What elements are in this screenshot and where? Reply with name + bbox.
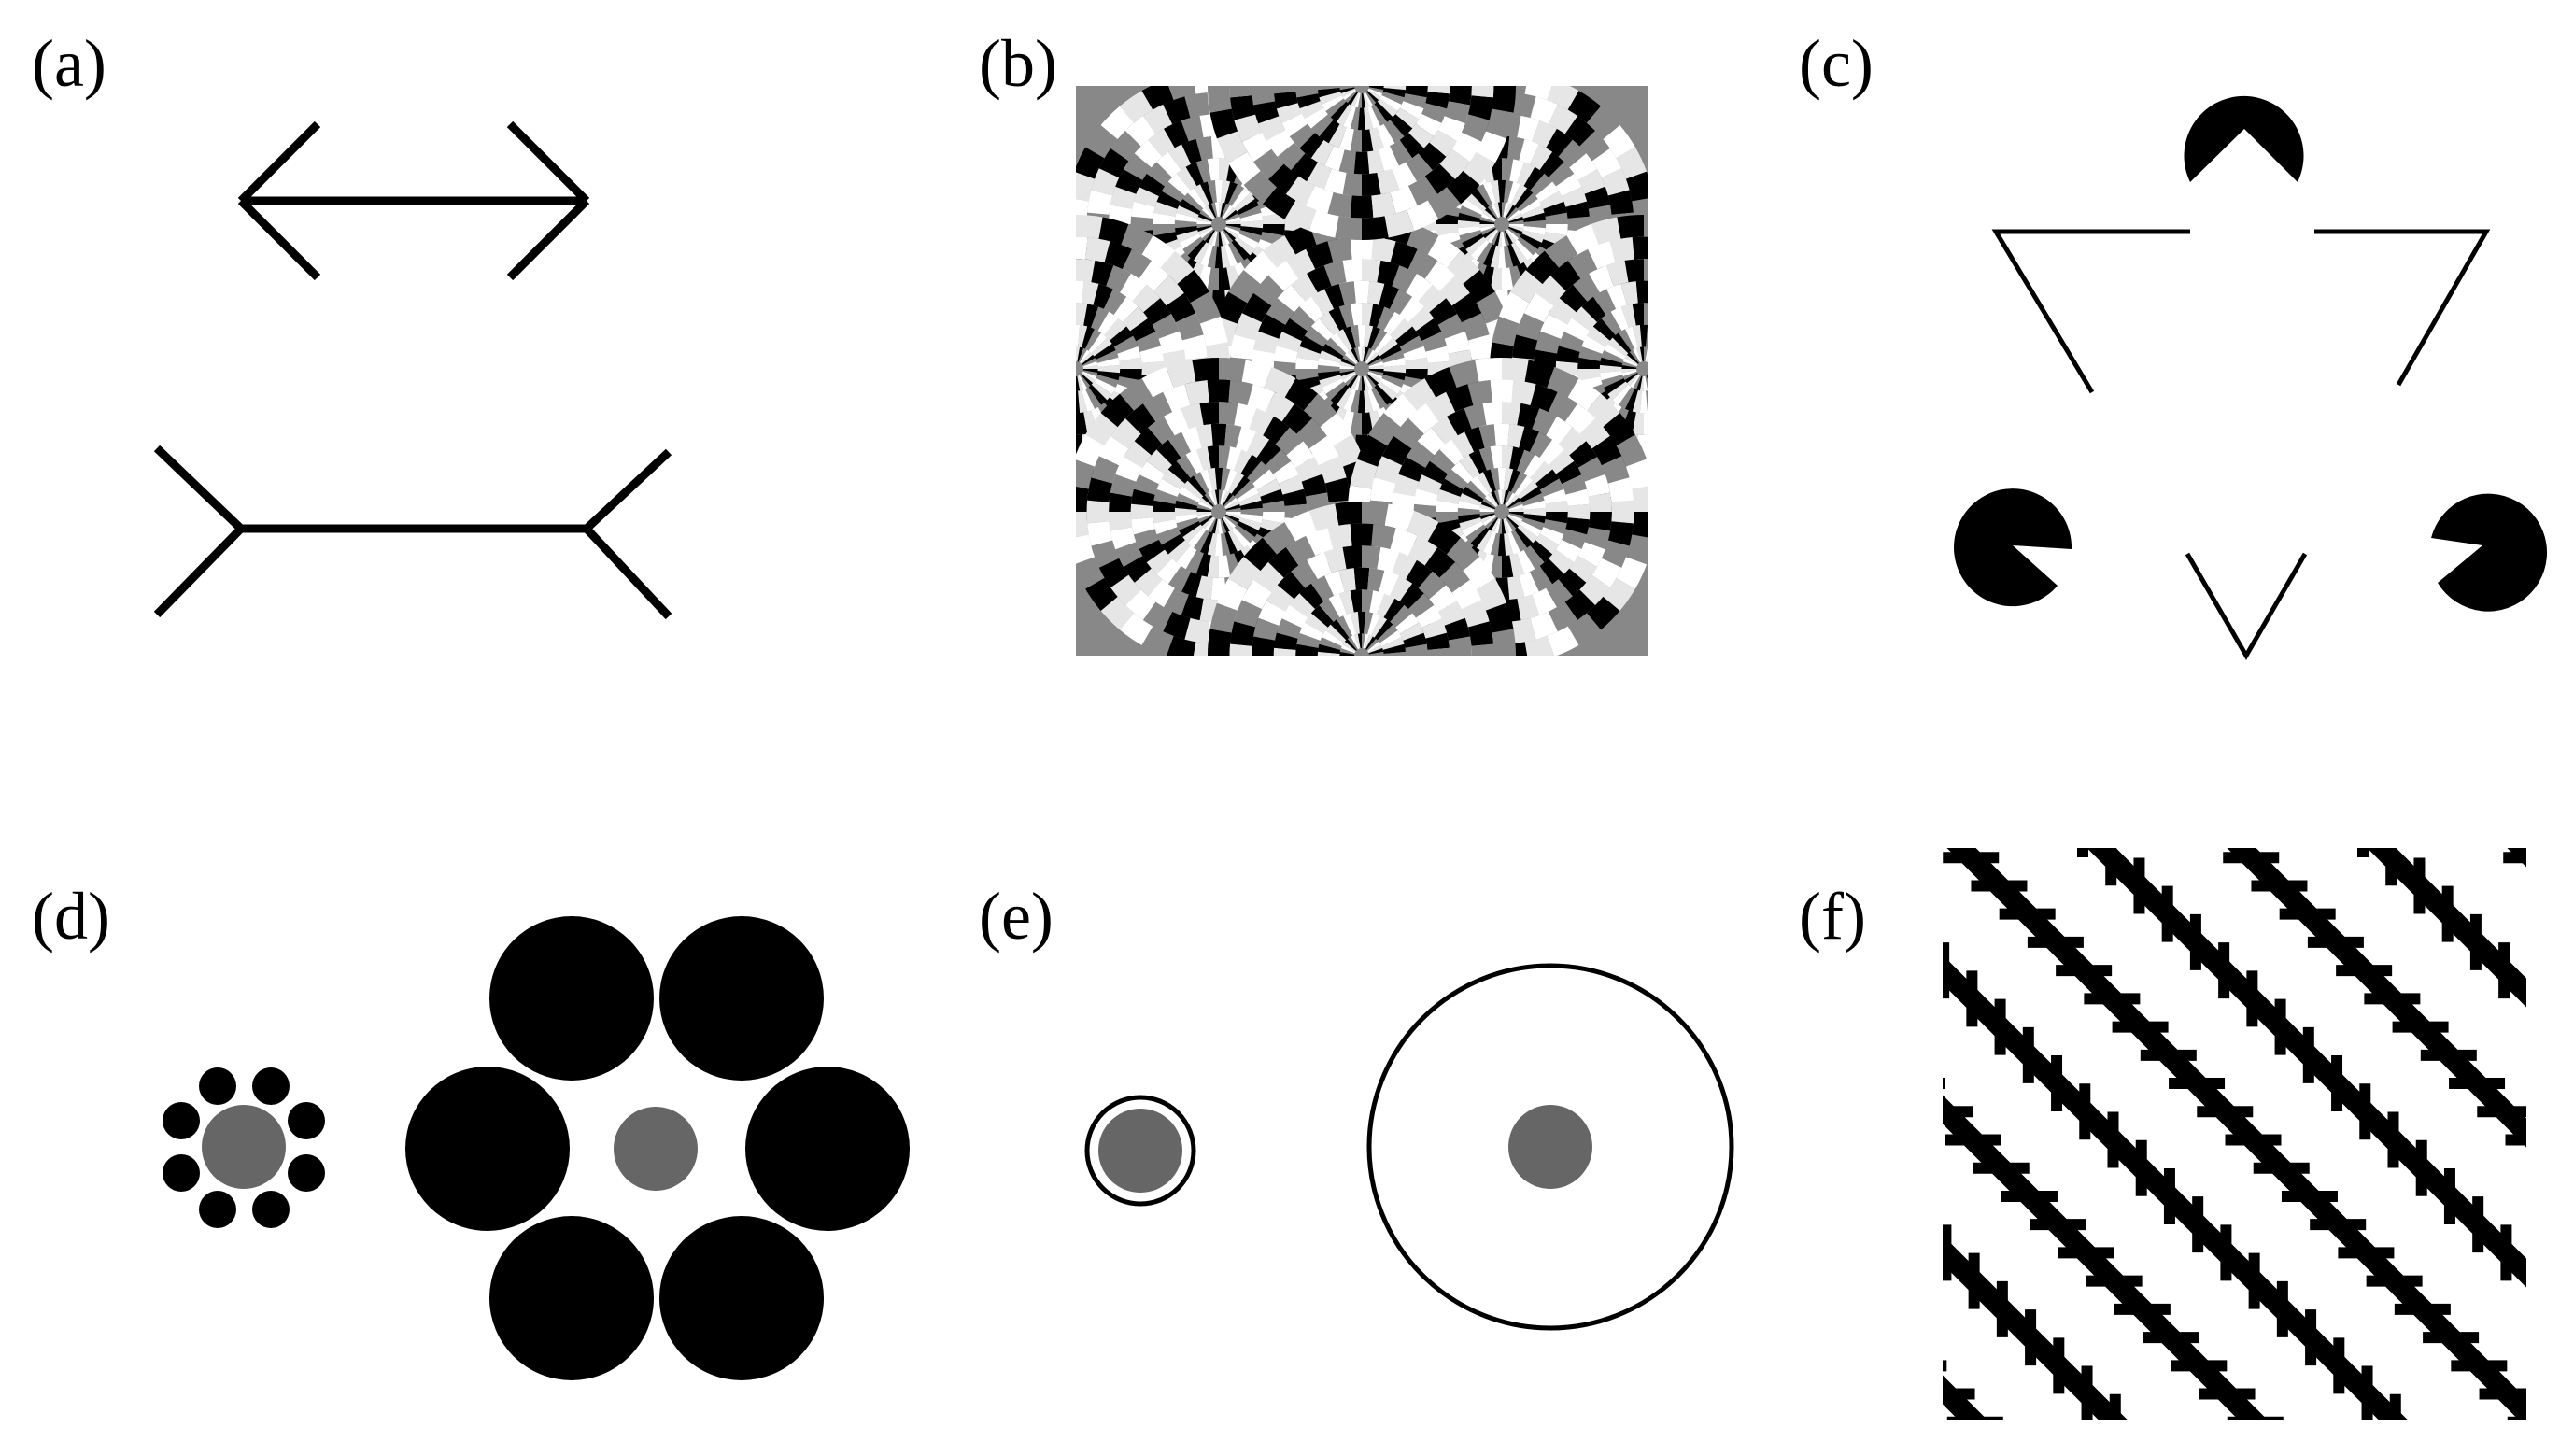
target-circle-left — [202, 1105, 286, 1189]
outline-triangle — [1991, 229, 2491, 660]
panel-label-f: (f) — [1799, 879, 1866, 954]
panel-label-d: (d) — [32, 879, 110, 954]
pacman-top — [2184, 95, 2304, 182]
panel-label-c: (c) — [1799, 26, 1874, 101]
zollner-illusion — [1943, 848, 2526, 1420]
target-circle-left — [1098, 1109, 1182, 1193]
zollner-line — [1943, 1224, 2128, 1420]
wide-ring — [1366, 963, 1734, 1331]
panel-label-a: (a) — [32, 26, 106, 101]
muller-lyer-illusion — [153, 120, 672, 620]
rotating-snakes-illusion — [1076, 86, 1648, 656]
target-circle-right — [614, 1107, 698, 1191]
tight-ring — [1084, 1095, 1196, 1207]
pacman-bottom-left — [1954, 488, 2072, 607]
zollner-line — [1943, 1078, 2284, 1420]
large-context-circles — [405, 916, 910, 1380]
delboeuf-illusion — [1084, 963, 1734, 1331]
arrow-inward-fins — [237, 120, 590, 281]
kanizsa-triangle — [1954, 95, 2548, 660]
zollner-line — [2357, 848, 2526, 1008]
snake-disc — [1208, 86, 1516, 240]
zollner-line — [1943, 848, 2526, 1420]
panel-label-e: (e) — [979, 879, 1054, 954]
pacman-bottom-right — [2431, 493, 2548, 612]
snake-disc — [1208, 502, 1516, 656]
small-context-circles — [163, 1067, 325, 1228]
arrow-outward-fins — [153, 445, 672, 620]
ebbinghaus-illusion — [163, 916, 910, 1380]
zollner-line — [2223, 848, 2526, 1148]
target-circle-right — [1508, 1105, 1592, 1189]
zollner-line — [2077, 848, 2526, 1288]
zollner-line — [1943, 942, 2408, 1420]
panel-label-b: (b) — [979, 26, 1057, 101]
zollner-line — [1943, 1360, 2003, 1420]
zollner-line — [2503, 848, 2526, 868]
